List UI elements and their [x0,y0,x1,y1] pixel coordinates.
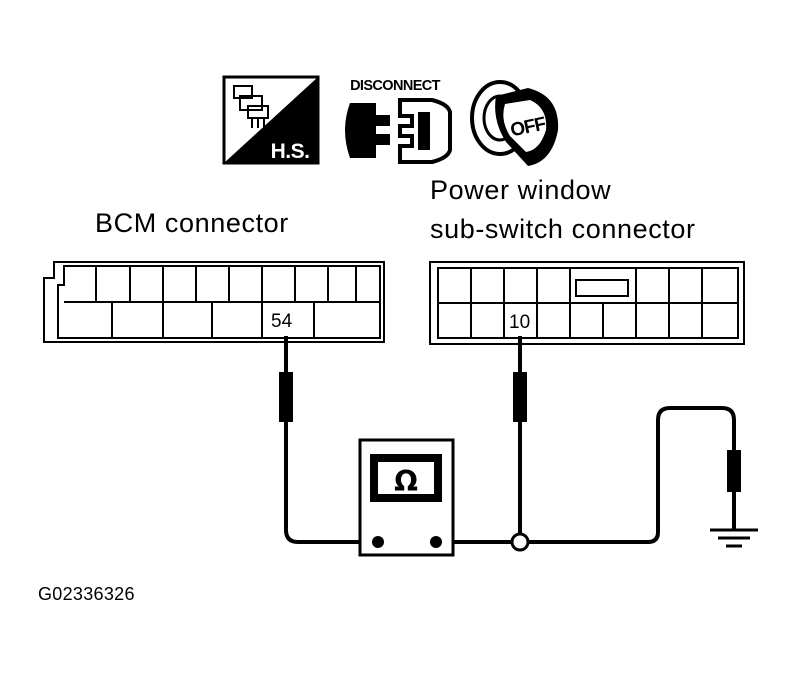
ohmmeter: Ω [358,438,455,557]
junction-point [510,532,530,552]
bcm-connector [43,261,385,343]
bcm-cavity-grid [64,266,380,338]
disconnect-text: DISCONNECT [350,78,441,94]
pws-cavity-grid [438,268,738,338]
disconnect-icon: DISCONNECT [345,78,452,164]
ignition-key-off-icon: OFF [470,80,559,166]
ground-symbol [710,528,758,548]
harness-hs-icon: H.S. [222,75,320,165]
pws-probe [513,372,527,422]
bcm-pin-number: 54 [270,311,294,332]
ohm-symbol: Ω [394,465,418,498]
pws-connector-label-line2: sub-switch connector [430,214,696,244]
pws-connector [429,261,745,345]
pws-connector-label-line1: Power window [430,175,612,205]
harness-hs-text: H.S. [271,140,310,163]
meter-terminal-right [430,536,442,548]
ground-probe [727,450,741,492]
bcm-connector-label: BCM connector [95,208,289,238]
figure-reference: G02336326 [38,584,135,604]
meter-terminal-left [372,536,384,548]
bcm-probe [279,372,293,422]
test-leads [284,336,736,544]
pws-pin-number: 10 [508,312,532,333]
